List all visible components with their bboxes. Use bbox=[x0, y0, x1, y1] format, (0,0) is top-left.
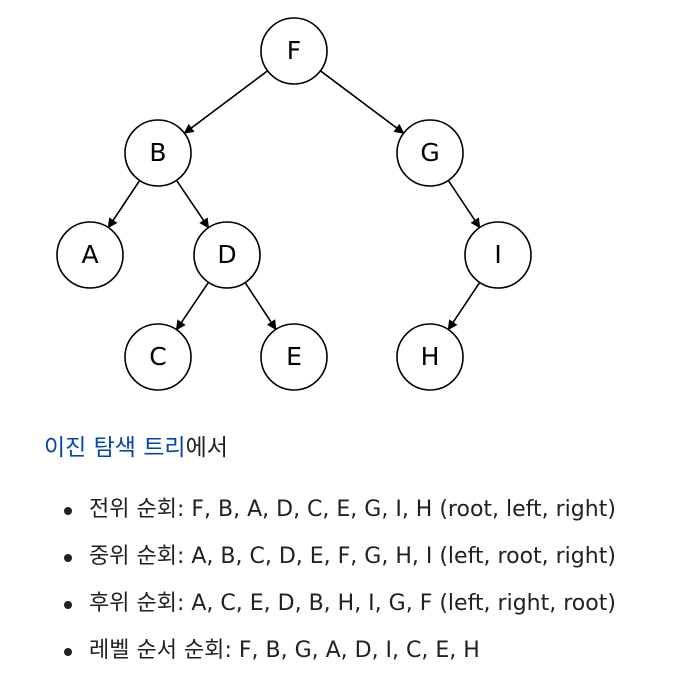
edge-F-B bbox=[183, 70, 269, 134]
binary-tree-diagram: F B G A D I C E H bbox=[56, 17, 532, 391]
node-circle bbox=[396, 323, 464, 391]
node-circle bbox=[193, 221, 261, 289]
edge-B-A bbox=[107, 180, 141, 229]
tree-node-G: G bbox=[396, 119, 464, 187]
node-label: I bbox=[494, 240, 501, 269]
node-label: F bbox=[287, 36, 301, 65]
tree-node-A: A bbox=[56, 221, 124, 289]
caption-text: 이진 탐색 트리에서 bbox=[44, 432, 228, 464]
edge-D-E bbox=[244, 282, 277, 331]
tree-node-B: B bbox=[124, 119, 192, 187]
node-circle bbox=[124, 119, 192, 187]
traversal-order: (left, right, root) bbox=[439, 591, 616, 616]
tree-node-D: D bbox=[193, 221, 261, 289]
traversal-name: 전위 순회 bbox=[89, 497, 177, 522]
node-label: E bbox=[286, 342, 302, 371]
edge-B-D bbox=[175, 179, 210, 229]
node-circle bbox=[396, 119, 464, 187]
traversal-list: 전위 순회: F, B, A, D, C, E, G, I, H (root, … bbox=[64, 488, 616, 676]
binary-search-tree-link[interactable]: 이진 탐색 트리 bbox=[44, 435, 186, 461]
tree-node-F: F bbox=[260, 17, 328, 85]
traversal-name: 레벨 순서 순회 bbox=[89, 638, 225, 663]
node-label: H bbox=[421, 342, 440, 371]
tree-nodes: F B G A D I C E H bbox=[56, 17, 532, 391]
traversal-item-preorder: 전위 순회: F, B, A, D, C, E, G, I, H (root, … bbox=[64, 488, 616, 535]
tree-node-C: C bbox=[124, 323, 192, 391]
node-circle bbox=[260, 323, 328, 391]
tree-edges bbox=[107, 70, 481, 331]
edge-F-G bbox=[319, 70, 405, 134]
tree-node-H: H bbox=[396, 323, 464, 391]
node-circle bbox=[260, 17, 328, 85]
node-label: G bbox=[420, 138, 439, 167]
edge-I-H bbox=[447, 282, 481, 331]
node-circle bbox=[464, 221, 532, 289]
traversal-name: 후위 순회 bbox=[89, 591, 177, 616]
tree-node-E: E bbox=[260, 323, 328, 391]
node-label: A bbox=[81, 240, 98, 269]
traversal-sequence: F, B, A, D, C, E, G, I, H bbox=[191, 497, 433, 522]
traversal-order: (left, root, right) bbox=[439, 544, 616, 569]
node-label: B bbox=[149, 138, 166, 167]
traversal-order: (root, left, right) bbox=[439, 497, 616, 522]
traversal-item-postorder: 후위 순회: A, C, E, D, B, H, I, G, F (left, … bbox=[64, 582, 616, 629]
caption-suffix: 에서 bbox=[185, 435, 228, 461]
traversal-sequence: F, B, G, A, D, I, C, E, H bbox=[238, 638, 480, 663]
traversal-item-level-order: 레벨 순서 순회: F, B, G, A, D, I, C, E, H bbox=[64, 629, 616, 676]
traversal-sequence: A, C, E, D, B, H, I, G, F bbox=[191, 591, 433, 616]
traversal-sequence: A, B, C, D, E, F, G, H, I bbox=[191, 544, 433, 569]
node-label: D bbox=[217, 240, 236, 269]
edge-G-I bbox=[447, 180, 481, 229]
node-circle bbox=[124, 323, 192, 391]
traversal-name: 중위 순회 bbox=[89, 544, 177, 569]
tree-node-I: I bbox=[464, 221, 532, 289]
node-circle bbox=[56, 221, 124, 289]
traversal-item-inorder: 중위 순회: A, B, C, D, E, F, G, H, I (left, … bbox=[64, 535, 616, 582]
node-label: C bbox=[149, 342, 166, 371]
edge-D-C bbox=[175, 281, 210, 331]
